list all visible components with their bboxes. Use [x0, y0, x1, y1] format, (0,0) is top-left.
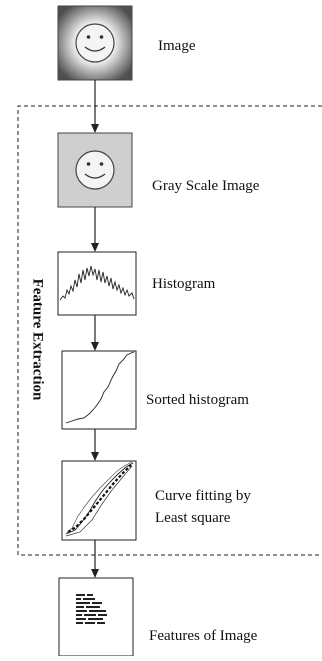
smiley-icon — [75, 23, 115, 63]
step-label-curve-fitting-line1: Curve fitting by — [155, 488, 251, 504]
histogram-thumbnail — [57, 251, 137, 316]
curve-fitting-thumbnail — [61, 460, 137, 541]
smiley-icon — [75, 150, 115, 190]
step-label-curve-fitting-line2: Least square — [155, 510, 231, 526]
feature-extraction-label: Feature Extraction — [29, 278, 46, 401]
step-label-image: Image — [158, 38, 196, 54]
gray-scale-thumbnail — [57, 132, 133, 208]
feature-extraction-region — [17, 105, 322, 556]
step-label-features: Features of Image — [149, 628, 258, 644]
image-thumbnail — [57, 5, 133, 81]
step-label-sorted-histogram: Sorted histogram — [146, 392, 249, 408]
step-label-gray-scale: Gray Scale Image — [152, 178, 260, 194]
sorted-histogram-thumbnail — [61, 350, 137, 430]
features-thumbnail — [58, 577, 134, 657]
step-label-histogram: Histogram — [152, 276, 216, 292]
